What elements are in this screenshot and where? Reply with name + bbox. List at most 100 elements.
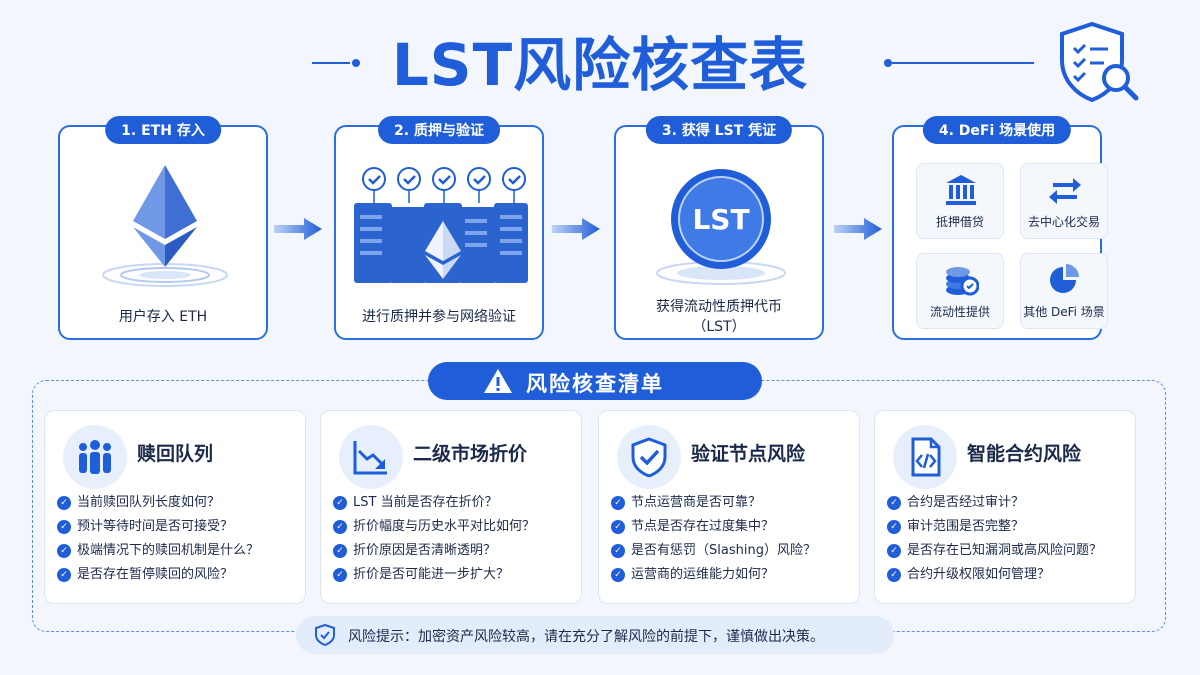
check-icon: ✓ xyxy=(333,496,347,510)
checklist-text: 极端情况下的赎回机制是什么？ xyxy=(77,543,260,558)
checklist-item: ✓合约升级权限如何管理？ xyxy=(887,563,1102,587)
check-icon: ✓ xyxy=(57,568,71,582)
ethereum-icon xyxy=(102,165,228,287)
risk-section-header: 风险核查清单 xyxy=(428,362,762,400)
check-icon: ✓ xyxy=(887,568,901,582)
checklist-item: ✓ 折价是否可能进一步扩大？ xyxy=(333,563,535,587)
defi-use-label: 去中心化交易 xyxy=(1027,215,1100,229)
checklist-item: ✓ LST 当前是否存在折价？ xyxy=(333,491,535,515)
check-icon: ✓ xyxy=(57,496,71,510)
risk-section-title: 风险核查清单 xyxy=(526,372,664,396)
defi-use-liquidity: 流动性提供 xyxy=(916,253,1004,329)
check-icon: ✓ xyxy=(611,568,625,582)
checklist-item: ✓ 合约是否经过审计？ xyxy=(887,491,1102,515)
checklist-item: ✓ 节点是否存在过度集中？ xyxy=(611,515,816,539)
checklist-item: ✓ 审计范围是否完整？ xyxy=(887,515,1102,539)
check-icon: ✓ xyxy=(887,544,901,558)
risk-tip-text: 风险提示：加密资产风险较高，请在充分了解风险的前提下，谨慎做出决策。 xyxy=(348,629,824,645)
shield-check-icon xyxy=(315,624,335,646)
title-line-right xyxy=(892,62,1034,64)
defi-grid: 抵押借贷 去中心化交易 流动性提供 其他 DeFi 场景 xyxy=(916,163,1108,331)
step-label: 1. ETH 存入 xyxy=(105,116,221,144)
checklist-text: 折价是否可能进一步扩大？ xyxy=(353,567,510,582)
arrow-right-icon xyxy=(274,218,322,240)
checklist-item: ✓ 节点运营商是否可靠？ xyxy=(611,491,816,515)
trend-down-icon xyxy=(353,441,387,475)
check-icon: ✓ xyxy=(887,520,901,534)
checklist-text: 折价原因是否清晰透明？ xyxy=(353,543,497,558)
checklist-text: 审计范围是否完整？ xyxy=(907,519,1025,534)
step-label: 2. 质押与验证 xyxy=(378,116,500,144)
shield-checklist-icon xyxy=(1060,21,1139,103)
shield-check-icon xyxy=(631,437,667,477)
code-file-icon xyxy=(911,437,941,477)
title-dot-left xyxy=(352,59,360,67)
checklist-item: ✓ 运营商的运维能力如何？ xyxy=(611,563,816,587)
check-icon: ✓ xyxy=(611,496,625,510)
check-icon: ✓ xyxy=(887,496,901,510)
card-title: 智能合约风险 xyxy=(967,443,1082,465)
coins-icon xyxy=(946,267,979,296)
card-icon-circle xyxy=(63,425,127,489)
risk-tip-banner: 风险提示：加密资产风险较高，请在充分了解风险的前提下，谨慎做出决策。 xyxy=(296,616,894,654)
checklist-text: 节点是否存在过度集中？ xyxy=(631,519,775,534)
checklist-text: 是否存在已知漏洞或高风险问题？ xyxy=(907,543,1103,558)
arrow-right-icon xyxy=(552,218,600,240)
checklist-item: ✓ 预计等待时间是否可接受？ xyxy=(57,515,259,539)
checklist-item: ✓ 极端情况下的赎回机制是什么？ xyxy=(57,539,259,563)
step-label: 3. 获得 LST 凭证 xyxy=(645,116,793,144)
step-eth-deposit: 1. ETH 存入 用户存入 ETH xyxy=(58,116,268,340)
people-queue-icon xyxy=(79,440,111,474)
checklist-text: 预计等待时间是否可接受？ xyxy=(77,519,234,534)
check-icon: ✓ xyxy=(57,520,71,534)
checklist-text: 运营商的运维能力如何？ xyxy=(631,567,775,582)
bank-icon xyxy=(946,175,976,205)
step-receive-lst: 3. 获得 LST 凭证 LST 获得流动性质押代币 （LST） xyxy=(614,116,824,340)
checklist-text: 节点运营商是否可靠？ xyxy=(631,495,762,510)
checklist-item: ✓ 当前赎回队列长度如何？ xyxy=(57,491,259,515)
risk-card-redemption-queue: 赎回队列 ✓ 当前赎回队列长度如何？ ✓ 预计等待时间是否可接受？ ✓ 极端情况下的赎… xyxy=(44,410,306,604)
defi-use-label: 流动性提供 xyxy=(929,305,990,319)
defi-use-dex: 去中心化交易 xyxy=(1020,163,1108,239)
step-defi-usage: 4. DeFi 场景使用 抵押借贷 去中心化交易 流动性提供 xyxy=(892,116,1108,340)
check-icon: ✓ xyxy=(57,544,71,558)
risk-card-secondary-discount: 二级市场折价 ✓ LST 当前是否存在折价？ ✓折价幅度与历史水平对比如何？ ✓ 折… xyxy=(320,410,582,604)
risk-card-smart-contract: 智能合约风险 ✓ 合约是否经过审计？ ✓ 审计范围是否完整？ ✓ 是否存在已知漏洞或高… xyxy=(874,410,1136,604)
card-icon-circle xyxy=(617,425,681,489)
page-title: LST风险核查表 xyxy=(391,31,809,99)
card-icon-circle xyxy=(339,425,403,489)
card-checklist: ✓ 合约是否经过审计？ ✓ 审计范围是否完整？ ✓ 是否存在已知漏洞或高风险问题？ ✓… xyxy=(887,491,1102,587)
check-icon: ✓ xyxy=(333,568,347,582)
swap-icon xyxy=(1049,178,1081,204)
checklist-item: ✓折价幅度与历史水平对比如何？ xyxy=(333,515,535,539)
defi-use-other: 其他 DeFi 场景 xyxy=(1020,253,1108,329)
checklist-text: LST 当前是否存在折价？ xyxy=(353,495,498,510)
defi-use-label: 其他 DeFi 场景 xyxy=(1023,305,1105,319)
lst-token-icon xyxy=(656,169,786,285)
card-checklist: ✓节点运营商是否可靠？ ✓节点是否存在过度集中？ ✓是否有惩罚（Slashing… xyxy=(611,491,816,587)
title-line-left xyxy=(312,62,350,64)
arrow-right-icon xyxy=(834,218,882,240)
step-caption-line2: （LST） xyxy=(692,319,746,335)
checklist-text: 是否有惩罚（Slashing）风险？ xyxy=(631,543,816,558)
checklist-item: ✓是否有惩罚（Slashing）风险？ xyxy=(611,539,816,563)
checklist-text: 是否存在暂停赎回的风险？ xyxy=(77,567,234,582)
step-caption-line1: 获得流动性质押代币 xyxy=(656,299,782,315)
pie-chart-icon xyxy=(1050,264,1079,293)
checklist-text: 合约是否经过审计？ xyxy=(907,495,1025,510)
checklist-item: ✓ 是否存在已知漏洞或高风险问题？ xyxy=(887,539,1102,563)
check-icon: ✓ xyxy=(611,520,625,534)
card-title: 二级市场折价 xyxy=(413,443,528,465)
card-icon-circle xyxy=(893,425,957,489)
card-title: 赎回队列 xyxy=(137,443,214,465)
card-title: 验证节点风险 xyxy=(691,443,806,465)
step-caption: 进行质押并参与网络验证 xyxy=(362,309,516,325)
defi-use-lending: 抵押借贷 xyxy=(916,163,1004,239)
warning-icon xyxy=(484,369,512,393)
card-checklist: ✓ 当前赎回队列长度如何？ ✓ 预计等待时间是否可接受？ ✓ 极端情况下的赎回机制是什… xyxy=(57,491,259,587)
checklist-item: ✓ 折价原因是否清晰透明？ xyxy=(333,539,535,563)
checklist-text: 当前赎回队列长度如何？ xyxy=(77,495,221,510)
validator-servers-icon xyxy=(354,167,528,283)
check-icon: ✓ xyxy=(333,544,347,558)
header: LST风险核查表 xyxy=(0,18,1200,99)
